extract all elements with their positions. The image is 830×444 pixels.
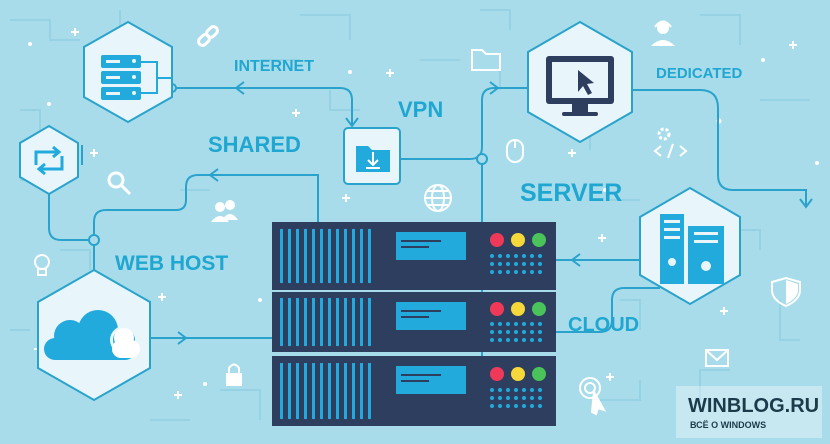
label-vpn: VPN [398, 97, 443, 122]
label-server: SERVER [520, 179, 622, 207]
search-icon [107, 171, 132, 196]
watermark: WINBLOG.RU ВСЁ О WINDOWS [676, 386, 822, 438]
labels: INTERNET VPN DEDICATED SHARED SERVER WEB… [115, 58, 743, 336]
hex-monitor [527, 20, 633, 144]
plus-markers [34, 28, 797, 399]
label-internet: INTERNET [234, 58, 314, 75]
code-icon [653, 143, 688, 159]
label-dedicated: DEDICATED [656, 65, 743, 82]
label-web-host: WEB HOST [115, 252, 228, 275]
label-shared: SHARED [208, 132, 301, 157]
folder-icon [471, 49, 501, 71]
tower-server-icon [660, 214, 724, 284]
mouse-icon [506, 139, 524, 163]
download-folder-icon [356, 146, 390, 172]
server-unit-2 [272, 292, 556, 352]
server-rack-icon [101, 55, 172, 100]
download-folder-node [343, 127, 401, 185]
hex-tower-server [639, 186, 741, 306]
monitor-cursor-icon [546, 56, 614, 116]
server-unit-1 [272, 222, 556, 290]
cloud-icon [44, 310, 140, 360]
arrow-heads [177, 81, 813, 345]
hex-server-rack [83, 20, 173, 124]
lightbulb-icon [34, 254, 50, 276]
gear-icon [657, 127, 671, 141]
click-cursor-icon [579, 377, 607, 416]
watermark-subtitle: ВСЁ О WINDOWS [690, 420, 766, 430]
hex-refresh [19, 124, 79, 196]
globe-icon [424, 184, 452, 212]
shield-icon [771, 276, 801, 308]
lock-icon [226, 363, 242, 386]
support-agent-icon [651, 20, 675, 46]
link-icon [197, 25, 219, 47]
mail-icon [705, 349, 729, 367]
refresh-icon [34, 145, 64, 176]
watermark-title: WINBLOG.RU [688, 395, 819, 417]
hex-cloud [37, 268, 151, 402]
label-cloud: CLOUD [568, 314, 639, 336]
server-unit-3 [272, 356, 556, 426]
users-icon [211, 200, 238, 222]
central-server-stack [272, 222, 556, 426]
